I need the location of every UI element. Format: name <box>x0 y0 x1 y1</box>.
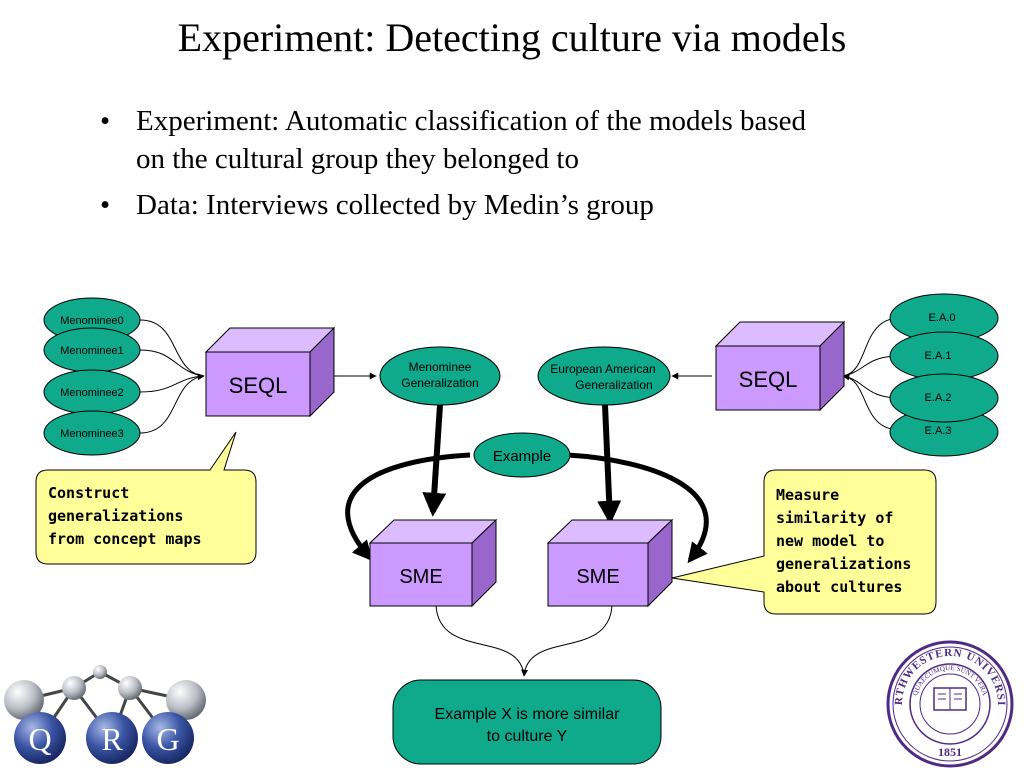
menominee-node-label: Menominee1 <box>60 345 124 357</box>
sme-left-label: SME <box>399 566 442 588</box>
european-generalization-node: European American Generalization <box>537 346 671 406</box>
ea-node-label: E.A.3 <box>925 425 952 437</box>
bullet-line: Data: Interviews collected by Medin’s gr… <box>136 189 654 221</box>
qrg-logo: Q R G <box>4 665 206 764</box>
bullet-item-data: • Data: Interviews collected by Medin’s … <box>100 186 960 224</box>
callout-line: Construct <box>48 484 129 502</box>
callout-measure-similarity: Measure similarity of new model to gener… <box>671 469 937 615</box>
menominee-node-label: Menominee0 <box>60 315 124 327</box>
sme-left-to-result-line <box>435 605 525 677</box>
sme-right-box: SME <box>546 518 674 608</box>
menominee-node-label: Menominee3 <box>60 428 124 440</box>
slide-title: Experiment: Detecting culture via models <box>177 15 847 60</box>
ea-node-1: E.A.1 <box>889 331 999 381</box>
bullet-line: Experiment: Automatic classification of … <box>136 105 807 137</box>
generalization-to-sme-right-arrow <box>597 404 622 525</box>
bullet-list: • Experiment: Automatic classification o… <box>100 102 960 232</box>
ea-node-label: E.A.1 <box>925 350 952 362</box>
connector-arrow <box>139 373 205 434</box>
result-label-line: Example X is more similar <box>435 706 621 723</box>
sme-left-box: SME <box>368 518 498 608</box>
menominee-node-1: Menominee1 <box>43 327 141 373</box>
callout-line: generalizations <box>48 507 183 525</box>
callout-line: from concept maps <box>48 530 202 548</box>
bullet-marker: • <box>100 105 111 137</box>
qrg-letter-r: R <box>101 721 123 757</box>
callout-line: generalizations <box>776 555 911 573</box>
ea-node-label: E.A.0 <box>929 312 956 324</box>
result-box: Example X is more similar to culture Y <box>392 679 662 765</box>
sme-right-label: SME <box>576 566 619 588</box>
generalization-label-line: Menominee <box>409 360 472 374</box>
sme-right-to-result-arrow <box>521 605 613 677</box>
connector-line <box>139 319 205 377</box>
example-label: Example <box>493 448 551 465</box>
connector-line <box>139 375 205 393</box>
menominee-node-2: Menominee2 <box>43 369 141 415</box>
ea-connectors <box>842 317 901 431</box>
qrg-letter-ball <box>86 712 138 764</box>
example-node: Example <box>473 432 571 478</box>
example-to-sme-right-arrow <box>567 452 709 564</box>
generalization-label-line: European American <box>550 362 655 376</box>
bullet-line: on the cultural group they belonged to <box>136 143 579 175</box>
seql-right-label: SEQL <box>739 367 798 392</box>
ea-node-0: E.A.0 <box>889 293 999 343</box>
ea-node-2: E.A.2 <box>889 373 999 423</box>
menominee-node-3: Menominee3 <box>43 410 141 456</box>
qrg-letter-g: G <box>156 721 179 757</box>
connector-line <box>842 317 901 377</box>
qrg-letter-ball <box>142 712 194 764</box>
callout-line: Measure <box>776 486 839 504</box>
seql-left-box: SEQL <box>204 326 336 418</box>
qrg-letter-q: Q <box>28 721 51 757</box>
example-to-sme-left-arrow <box>345 452 471 562</box>
result-label-line: to culture Y <box>487 728 568 745</box>
qrg-letter-ball <box>14 712 66 764</box>
ea-node-label: E.A.2 <box>925 392 952 404</box>
callout-construct-generalizations: Construct generalizations from concept m… <box>35 431 257 565</box>
bullet-item-experiment: • Experiment: Automatic classification o… <box>100 102 960 178</box>
callout-line: about cultures <box>776 578 902 596</box>
seal-year: 1851 <box>938 745 962 759</box>
menominee-generalization-node: Menominee Generalization <box>379 346 501 406</box>
generalization-label-line: Generalization <box>401 376 478 390</box>
bullet-marker: • <box>100 189 111 221</box>
menominee-node-label: Menominee2 <box>60 387 124 399</box>
connector-line <box>139 349 205 377</box>
callout-line: new model to <box>776 532 884 550</box>
connector-arrow <box>842 373 901 431</box>
generalization-label-line: Generalization <box>575 378 652 392</box>
seql-right-box: SEQL <box>714 320 846 412</box>
northwestern-university-seal: NORTHWESTERN UNIVERSITY QUAECUMQUE SUNT … <box>886 640 1014 768</box>
ea-node-3: E.A.3 <box>889 407 999 457</box>
seql-left-label: SEQL <box>229 373 288 398</box>
menominee-connectors <box>139 319 205 434</box>
callout-line: similarity of <box>776 509 893 527</box>
